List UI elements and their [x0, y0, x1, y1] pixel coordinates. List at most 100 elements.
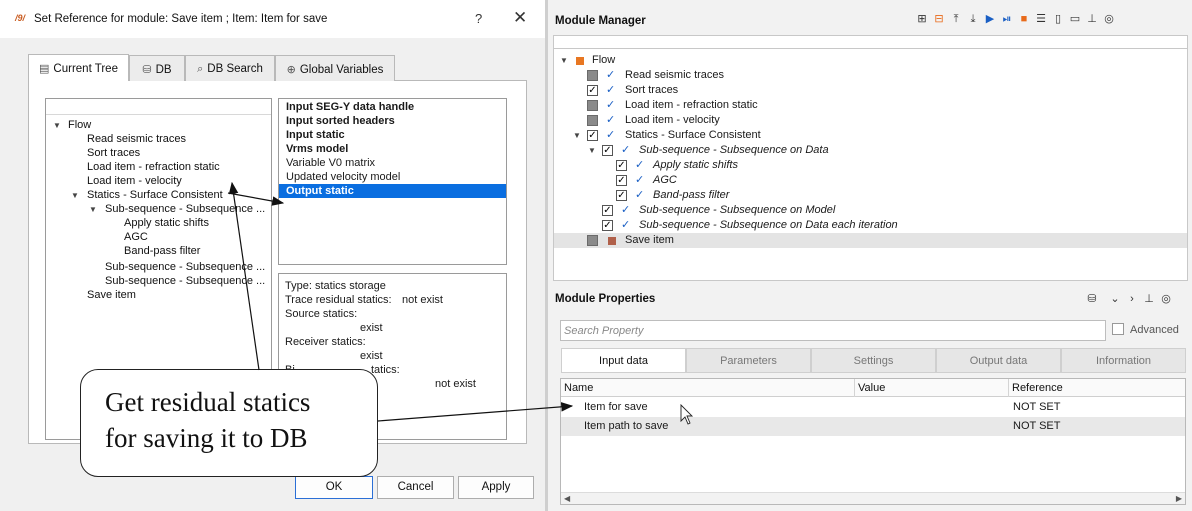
- tab-global-variables[interactable]: ⊕Global Variables: [275, 55, 395, 81]
- collapse-arrow-icon[interactable]: ▼: [588, 146, 596, 155]
- move-down-icon[interactable]: ⤓: [970, 13, 976, 25]
- module-checkbox[interactable]: ✓: [587, 130, 598, 141]
- search-icon: ⌕: [197, 63, 204, 75]
- advanced-checkbox[interactable]: [1112, 323, 1124, 335]
- module-row[interactable]: ✓ Read seismic traces: [554, 68, 1187, 83]
- close-button[interactable]: ✕: [513, 8, 528, 27]
- module-row[interactable]: ✓ Load item - velocity: [554, 113, 1187, 128]
- float-icon[interactable]: ◎: [1161, 293, 1171, 305]
- horizontal-scrollbar[interactable]: ◀ ▶: [561, 492, 1185, 504]
- module-row[interactable]: ✓ Load item - refraction static: [554, 98, 1187, 113]
- tree-item[interactable]: Save item: [87, 289, 136, 301]
- tree-item[interactable]: Band-pass filter: [124, 245, 201, 257]
- items-list[interactable]: Input SEG-Y data handle Input sorted hea…: [278, 98, 507, 265]
- module-row-save-item[interactable]: Save item: [554, 233, 1187, 248]
- pin-icon[interactable]: ⊥: [1144, 293, 1154, 305]
- collapse-arrow-icon[interactable]: ▼: [89, 205, 97, 214]
- column-header-name[interactable]: Name: [561, 379, 855, 397]
- module-tree[interactable]: ▼ Flow ✓ Read seismic traces ✓ ✓ Sort tr…: [553, 49, 1188, 281]
- module-row-flow[interactable]: ▼ Flow: [554, 53, 1187, 68]
- module-row[interactable]: ✓ ✓ Sub-sequence - Subsequence on Data e…: [554, 218, 1187, 233]
- module-row[interactable]: ✓ ✓ Band-pass filter: [554, 188, 1187, 203]
- column-header-value[interactable]: Value: [855, 379, 1009, 397]
- module-checkbox[interactable]: [587, 235, 598, 246]
- list-item[interactable]: Vrms model: [286, 143, 349, 155]
- module-row[interactable]: ▼ ✓ ✓ Statics - Surface Consistent: [554, 128, 1187, 143]
- tab-db-search[interactable]: ⌕DB Search: [185, 55, 275, 81]
- tree-item[interactable]: Load item - refraction static: [87, 161, 220, 173]
- search-property-input[interactable]: Search Property: [560, 320, 1106, 341]
- module-checkbox[interactable]: [587, 70, 598, 81]
- run-icon[interactable]: ▶: [985, 13, 995, 25]
- module-row[interactable]: ✓ ✓ Sub-sequence - Subsequence on Model: [554, 203, 1187, 218]
- column-header-reference[interactable]: Reference: [1012, 382, 1063, 394]
- module-checkbox[interactable]: ✓: [616, 190, 627, 201]
- chevron-down-icon[interactable]: ⌄: [1110, 293, 1120, 305]
- move-up-icon[interactable]: ⤒: [953, 13, 959, 25]
- ok-button[interactable]: OK: [295, 476, 373, 499]
- collapse-arrow-icon[interactable]: ▼: [573, 131, 581, 140]
- add-module-icon[interactable]: ⊞: [917, 13, 927, 25]
- tree-item[interactable]: AGC: [124, 231, 148, 243]
- tree-item[interactable]: Read seismic traces: [87, 133, 187, 145]
- module-checkbox[interactable]: [587, 115, 598, 126]
- tree-item[interactable]: Sub-sequence - Subsequence ...: [105, 261, 266, 273]
- collapse-arrow-icon[interactable]: ▼: [560, 56, 568, 65]
- list-item[interactable]: Variable V0 matrix: [286, 157, 376, 169]
- collapse-arrow-icon[interactable]: ▼: [53, 121, 61, 130]
- list-item[interactable]: Input sorted headers: [286, 115, 395, 127]
- module-checkbox[interactable]: ✓: [616, 175, 627, 186]
- globe-icon: ⊕: [286, 64, 296, 76]
- document-icon[interactable]: ▯: [1054, 13, 1062, 25]
- tab-current-tree[interactable]: ▤Current Tree: [28, 54, 129, 81]
- cancel-button[interactable]: Cancel: [377, 476, 454, 499]
- tab-db[interactable]: ⛁DB: [129, 55, 185, 81]
- tab-settings[interactable]: Settings: [811, 348, 936, 373]
- table-row[interactable]: Item for save NOT SET: [561, 398, 1185, 417]
- module-checkbox[interactable]: ✓: [616, 160, 627, 171]
- scroll-left-icon[interactable]: ◀: [564, 494, 571, 503]
- apply-button[interactable]: Apply: [458, 476, 534, 499]
- float-icon[interactable]: ◎: [1104, 13, 1114, 25]
- help-button[interactable]: ?: [475, 11, 483, 26]
- module-checkbox[interactable]: ✓: [602, 145, 613, 156]
- list-icon[interactable]: ☰: [1036, 13, 1046, 25]
- tab-information[interactable]: Information: [1061, 348, 1186, 373]
- list-item-selected[interactable]: Output static: [279, 184, 506, 198]
- chevron-right-icon[interactable]: ›: [1130, 293, 1134, 305]
- module-row[interactable]: ✓ ✓ Apply static shifts: [554, 158, 1187, 173]
- module-checkbox[interactable]: ✓: [587, 85, 598, 96]
- stop-icon[interactable]: ■: [1020, 13, 1028, 25]
- table-row[interactable]: Item path to save NOT SET: [561, 417, 1185, 436]
- collapse-arrow-icon[interactable]: ▼: [71, 191, 79, 200]
- list-item[interactable]: Input static: [286, 129, 345, 141]
- module-checkbox[interactable]: ✓: [602, 205, 613, 216]
- tab-output-data[interactable]: Output data: [936, 348, 1061, 373]
- tab-parameters[interactable]: Parameters: [686, 348, 811, 373]
- module-checkbox[interactable]: ✓: [602, 220, 613, 231]
- module-manager-title: Module Manager: [555, 15, 646, 27]
- list-item[interactable]: Input SEG-Y data handle: [286, 101, 415, 113]
- module-checkbox[interactable]: [587, 100, 598, 111]
- window-menu-icon[interactable]: ▭: [1069, 13, 1081, 25]
- panel-divider[interactable]: [545, 0, 548, 511]
- list-item[interactable]: Updated velocity model: [286, 171, 401, 183]
- remove-module-icon[interactable]: ⊟: [934, 13, 944, 25]
- tree-item-statics[interactable]: Statics - Surface Consistent: [87, 189, 223, 201]
- cell-reference[interactable]: NOT SET: [1013, 420, 1061, 432]
- lock-database-icon[interactable]: ⛁: [1087, 293, 1097, 305]
- scroll-right-icon[interactable]: ▶: [1175, 494, 1182, 503]
- tab-input-data[interactable]: Input data: [561, 348, 686, 373]
- tree-item[interactable]: Sort traces: [87, 147, 141, 159]
- run-step-icon[interactable]: ⏯: [1002, 13, 1012, 25]
- tree-item[interactable]: Sub-sequence - Subsequence ...: [105, 203, 266, 215]
- tree-item[interactable]: Sub-sequence - Subsequence ...: [105, 275, 266, 287]
- module-row[interactable]: ✓ ✓ AGC: [554, 173, 1187, 188]
- tree-item[interactable]: Apply static shifts: [124, 217, 209, 229]
- module-row[interactable]: ✓ ✓ Sort traces: [554, 83, 1187, 98]
- cell-reference[interactable]: NOT SET: [1013, 401, 1061, 413]
- tree-item-flow[interactable]: Flow: [68, 119, 92, 131]
- pin-icon[interactable]: ⊥: [1087, 13, 1097, 25]
- module-row[interactable]: ▼ ✓ ✓ Sub-sequence - Subsequence on Data: [554, 143, 1187, 158]
- tree-item[interactable]: Load item - velocity: [87, 175, 182, 187]
